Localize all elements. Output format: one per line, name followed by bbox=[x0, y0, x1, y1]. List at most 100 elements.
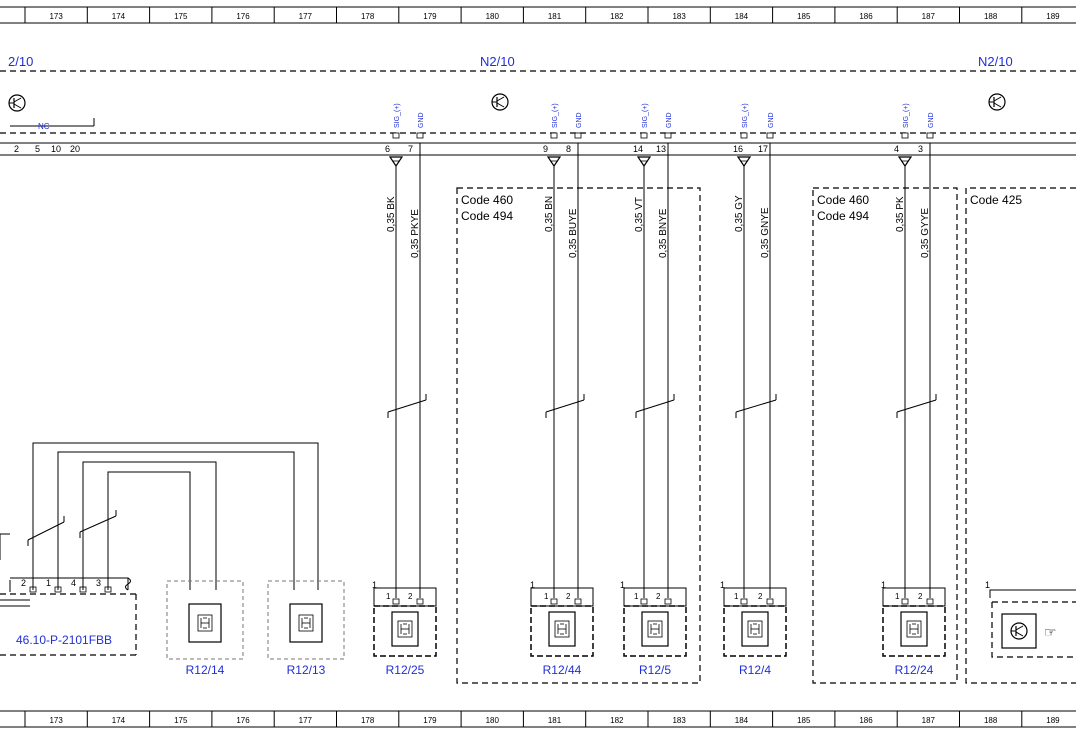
sig-pin-number: 9 bbox=[543, 144, 548, 154]
connector-pin-label: 1 bbox=[372, 580, 377, 590]
transistor-icon bbox=[8, 94, 26, 112]
connector-pin-label: 1 bbox=[895, 592, 900, 601]
left-plug-pin: 1 bbox=[46, 578, 51, 588]
ruler-cell-label: 176 bbox=[236, 12, 250, 21]
gnd-pin-number: 17 bbox=[758, 144, 768, 154]
twisted-pair-mark bbox=[896, 399, 937, 413]
connector-pin-label: 1 bbox=[734, 592, 739, 601]
ruler-cell-label: 185 bbox=[797, 12, 811, 21]
pin-terminal bbox=[901, 132, 909, 139]
module-label-left: 2/10 bbox=[8, 54, 33, 69]
sig-pin-number: 14 bbox=[633, 144, 643, 154]
ruler-cell-label: 186 bbox=[859, 12, 873, 21]
pin-terminal bbox=[664, 598, 672, 605]
left-plug-pin: 4 bbox=[71, 578, 76, 588]
pointing-hand-icon[interactable]: ☞ bbox=[1044, 624, 1057, 640]
reference-link[interactable]: 46.10-P-2101FBB bbox=[16, 633, 112, 647]
wire-label: 0,35 GYYE bbox=[920, 208, 931, 258]
connector-pin-label: 2 bbox=[566, 592, 571, 601]
code-box bbox=[812, 187, 958, 684]
ruler-cell-label: 174 bbox=[112, 12, 126, 21]
ruler-cell-label: 173 bbox=[49, 12, 63, 21]
ruler-cell-label: 186 bbox=[859, 716, 873, 725]
sensor-body bbox=[641, 611, 669, 647]
right-partial-component: 1 ☞ bbox=[985, 580, 1076, 658]
twisted-pair-mark bbox=[635, 399, 675, 413]
connector-housing bbox=[530, 587, 594, 607]
sensor-body bbox=[289, 603, 323, 643]
ruler-cell-label: 183 bbox=[672, 12, 686, 21]
connector-pin-label: 2 bbox=[758, 592, 763, 601]
sig-pin-label: SIG_(+) bbox=[903, 103, 910, 128]
left-harness bbox=[0, 442, 319, 656]
transistor-icon bbox=[988, 93, 1006, 111]
wire-label: 0,35 GNYE bbox=[760, 207, 771, 258]
nc-label: NC bbox=[38, 122, 50, 131]
signal-triangle-icon bbox=[636, 156, 652, 168]
wire-label: 0,35 PKYE bbox=[410, 209, 421, 258]
ruler-cell-label: 180 bbox=[486, 12, 500, 21]
connector-housing bbox=[882, 587, 946, 607]
connector-pin-label: 2 bbox=[918, 592, 923, 601]
signal-triangle-icon bbox=[736, 156, 752, 168]
sensor-outline bbox=[166, 580, 244, 660]
pin-terminal bbox=[392, 132, 400, 139]
ruler-cell-label: 185 bbox=[797, 716, 811, 725]
ruler-cell-label: 178 bbox=[361, 716, 375, 725]
signal-triangle-icon bbox=[388, 156, 404, 168]
connector-pin-label: 2 bbox=[408, 592, 413, 601]
ruler-cell-label: 181 bbox=[548, 716, 562, 725]
connector-pin-label: 1 bbox=[544, 592, 549, 601]
sensor-symbol-icon bbox=[647, 620, 663, 638]
sensor-label: R12/25 bbox=[386, 663, 425, 677]
left-connector-pin: 2 bbox=[14, 144, 19, 154]
connector-pin-label: 1 bbox=[634, 592, 639, 601]
sensor-symbol-icon bbox=[298, 614, 314, 632]
sig-pin-label: SIG_(+) bbox=[394, 103, 401, 128]
ruler-cell-label: 175 bbox=[174, 716, 188, 725]
sensor-outline bbox=[267, 580, 345, 660]
twisted-pair-mark bbox=[387, 399, 427, 413]
twisted-pair-mark bbox=[545, 399, 585, 413]
wire-label: 0,35 BUYE bbox=[568, 208, 579, 258]
pin-terminal bbox=[392, 598, 400, 605]
pin-terminal bbox=[926, 132, 934, 139]
ruler-cell-label: 182 bbox=[610, 12, 624, 21]
connector-pin-label: 2 bbox=[656, 592, 661, 601]
left-connector-pin: 20 bbox=[70, 144, 80, 154]
pin-terminal bbox=[664, 132, 672, 139]
pin-terminal bbox=[574, 132, 582, 139]
pin-terminal bbox=[574, 598, 582, 605]
ruler-cell-label: 189 bbox=[1046, 716, 1060, 725]
module-label-center: N2/10 bbox=[480, 54, 515, 69]
gnd-pin-label: GND bbox=[666, 112, 673, 128]
left-connector-nc: NC 2 5 10 20 bbox=[10, 118, 95, 154]
gnd-pin-number: 13 bbox=[656, 144, 666, 154]
code-box-line: Code 494 bbox=[461, 209, 513, 223]
transistor-icon bbox=[491, 93, 509, 111]
code-box bbox=[965, 187, 1076, 684]
left-plug-pin: 3 bbox=[96, 578, 101, 588]
connector-pin-label: 1 bbox=[620, 580, 625, 590]
pin-terminal bbox=[640, 132, 648, 139]
sensor-body bbox=[391, 611, 419, 647]
left-connector-pin: 5 bbox=[35, 144, 40, 154]
gnd-pin-label: GND bbox=[928, 112, 935, 128]
gnd-pin-label: GND bbox=[418, 112, 425, 128]
sensor-symbol-icon bbox=[747, 620, 763, 638]
pin-terminal bbox=[926, 598, 934, 605]
pin-terminal bbox=[416, 132, 424, 139]
ruler-cell-label: 187 bbox=[922, 716, 936, 725]
left-connector-pin: 10 bbox=[51, 144, 61, 154]
sensor-outline bbox=[373, 605, 437, 657]
ruler-cell-label: 187 bbox=[922, 12, 936, 21]
sig-pin-label: SIG_(+) bbox=[742, 103, 749, 128]
module-label-right: N2/10 bbox=[978, 54, 1013, 69]
ruler-cell-label: 179 bbox=[423, 12, 437, 21]
connector-housing bbox=[373, 587, 437, 607]
left-plug-pins: 2 1 4 3 bbox=[21, 578, 112, 593]
